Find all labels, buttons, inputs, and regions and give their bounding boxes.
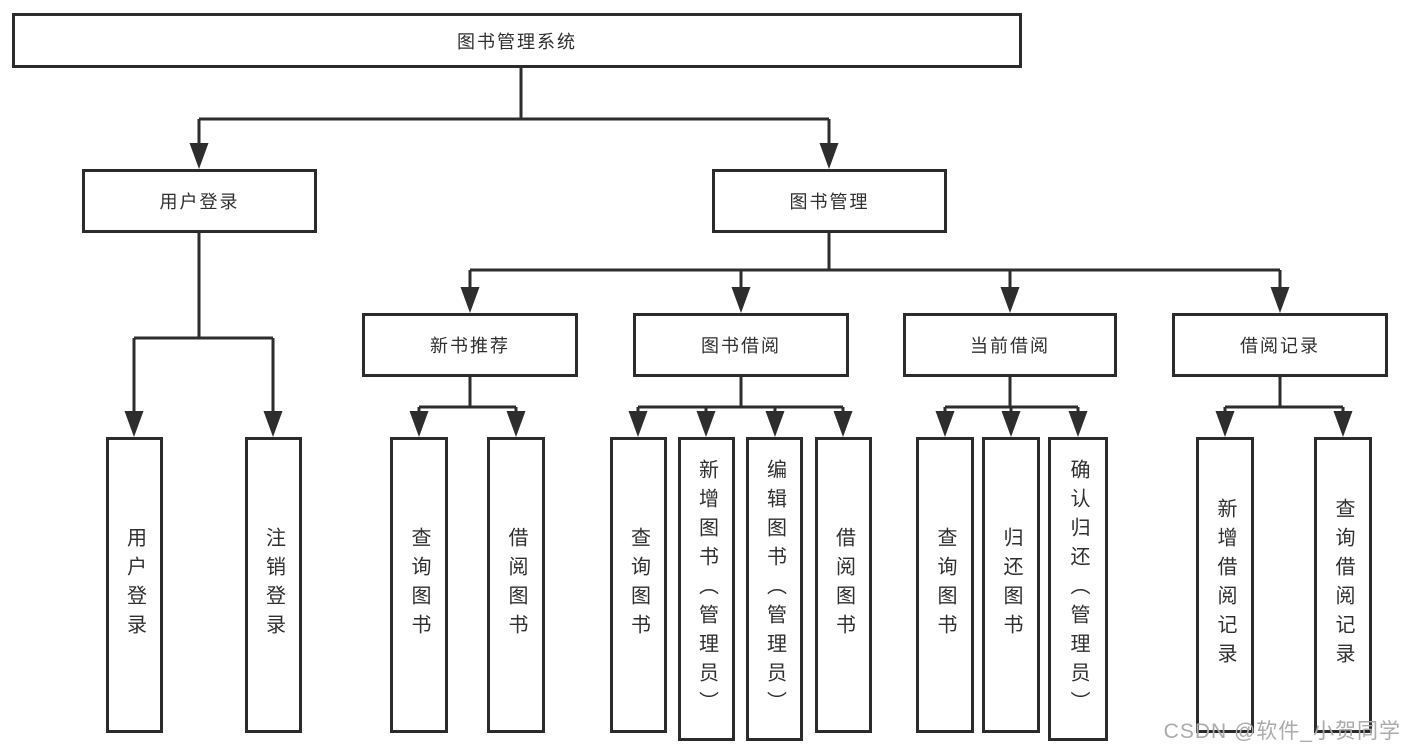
arrowhead-icon: [460, 287, 480, 313]
arrowhead-icon: [263, 411, 283, 437]
connector-root-to-level2: [189, 68, 839, 169]
connector-book-management-to-level3: [460, 233, 1290, 313]
arrowhead-icon: [1215, 411, 1235, 437]
connector-new-book-recommend-children: [409, 377, 526, 437]
node-leaf-query-borrow-record: 查询借阅记录: [1314, 437, 1372, 733]
node-book-borrow: 图书借阅: [633, 313, 849, 377]
arrowhead-icon: [696, 411, 716, 437]
node-root-library-management-system: 图书管理系统: [12, 13, 1022, 68]
node-current-borrow: 当前借阅: [903, 313, 1117, 377]
arrowhead-icon: [628, 411, 648, 437]
connector-borrow-records-children: [1215, 377, 1353, 437]
csdn-watermark: CSDN @软件_小贺同学: [1163, 720, 1401, 743]
node-leaf-query-books-borrow: 查询图书: [610, 437, 667, 733]
arrowhead-icon: [1000, 287, 1020, 313]
arrowhead-icon: [189, 143, 209, 169]
node-leaf-return-books: 归还图书: [982, 437, 1040, 733]
node-leaf-query-books-current: 查询图书: [916, 437, 974, 733]
arrowhead-icon: [833, 411, 853, 437]
node-leaf-user-login: 用户登录: [106, 437, 163, 733]
arrowhead-icon: [819, 143, 839, 169]
arrowhead-icon: [1001, 411, 1021, 437]
arrowhead-icon: [409, 411, 429, 437]
arrowhead-icon: [731, 287, 751, 313]
arrowhead-icon: [765, 411, 785, 437]
node-leaf-borrow-books-recommend: 借阅图书: [487, 437, 545, 733]
node-leaf-query-books-recommend: 查询图书: [390, 437, 448, 733]
arrowhead-icon: [1333, 411, 1353, 437]
arrowhead-icon: [124, 411, 144, 437]
arrowhead-icon: [1068, 411, 1088, 437]
arrowhead-icon: [1270, 287, 1290, 313]
connector-current-borrow-children: [935, 377, 1088, 437]
node-leaf-add-borrow-record: 新增借阅记录: [1196, 437, 1254, 733]
arrowhead-icon: [506, 411, 526, 437]
node-leaf-add-books-admin: 新增图书（管理员）: [678, 437, 735, 741]
node-book-management: 图书管理: [712, 169, 947, 233]
node-borrow-records: 借阅记录: [1172, 313, 1388, 377]
node-user-login: 用户登录: [82, 169, 317, 233]
node-leaf-confirm-return-admin: 确认归还（管理员）: [1048, 437, 1108, 741]
node-leaf-borrow-books: 借阅图书: [815, 437, 872, 733]
connector-user-login-children: [124, 233, 283, 437]
connector-book-borrow-children: [628, 377, 853, 437]
node-leaf-logout: 注销登录: [245, 437, 302, 733]
arrowhead-icon: [935, 411, 955, 437]
node-new-book-recommend: 新书推荐: [362, 313, 578, 377]
node-leaf-edit-books-admin: 编辑图书（管理员）: [746, 437, 803, 741]
